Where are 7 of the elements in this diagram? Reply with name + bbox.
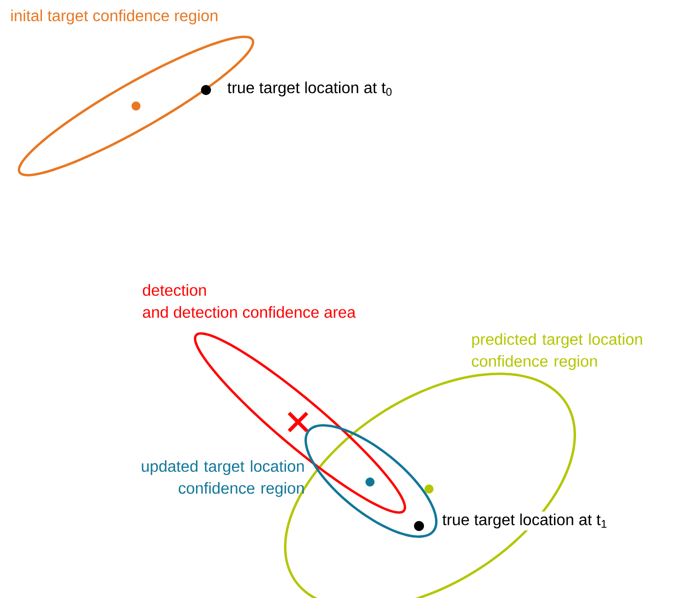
region-label: and detection confidence area	[142, 306, 356, 318]
region-label: inital target confidence region	[11, 10, 218, 24]
region-label: detection	[142, 284, 206, 296]
point-label: true target location at t$_{0}$	[227, 82, 392, 96]
region-label: updated target location confidence region	[142, 460, 304, 497]
region-label: predicted target location confidence region	[472, 333, 642, 370]
point-label: true target location at t$_{1}$	[440, 512, 610, 530]
